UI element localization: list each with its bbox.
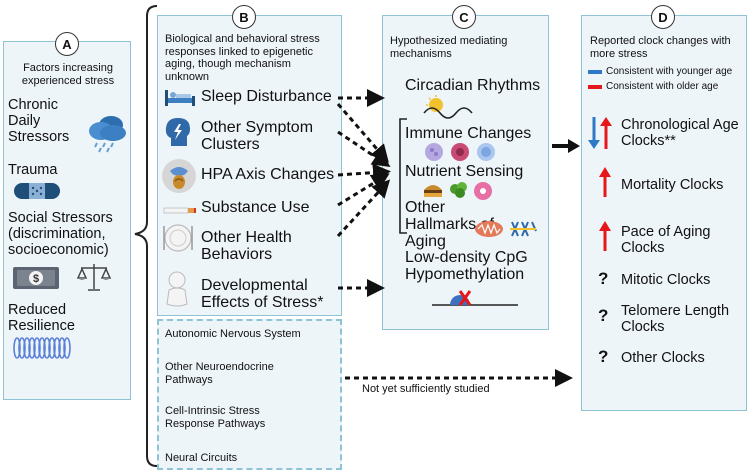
baby-icon — [166, 271, 188, 307]
mechanism-low-density-cpg: Low-density CpG Hypomethylation — [405, 249, 528, 283]
panel-d-label: D — [651, 5, 675, 29]
panel-b-header: Biological and behavioral stress respons… — [165, 33, 320, 83]
factor-reduced-resilience: Reduced Resilience — [8, 302, 75, 334]
plate-icon — [163, 224, 193, 252]
mechanism-circadian-rhythms: Circadian Rhythms — [405, 77, 541, 94]
curly-brace — [134, 5, 158, 467]
arrow-hpa-to-nutrient — [337, 163, 391, 182]
question-mark-icon: ? — [598, 347, 609, 366]
question-mark-icon: ? — [598, 269, 609, 288]
panel-b-unstudied — [157, 319, 342, 470]
clock-other: Other Clocks — [621, 350, 705, 366]
factor-social-stressors: Social Stressors (discrimination, socioe… — [8, 210, 113, 258]
question-mark-icon: ? — [598, 306, 609, 325]
response-sleep-disturbance: Sleep Disturbance — [201, 88, 332, 105]
factor-chronic-daily-stressors: Chronic Daily Stressors — [8, 97, 70, 145]
mitochondria-dna-icon — [475, 221, 537, 237]
down-up-arrows-icon — [588, 117, 612, 149]
clock-mortality: Mortality Clocks — [621, 177, 724, 193]
cigarette-icon — [163, 207, 196, 214]
legend-younger-label: Consistent with younger age — [606, 66, 733, 77]
head-storm-icon — [165, 118, 190, 146]
unstudied-neural-circuits: Neural Circuits — [165, 452, 238, 464]
response-other-health-behaviors: Other Health Behaviors — [201, 229, 292, 263]
panel-c-header: Hypothesized mediating mechanisms — [390, 35, 508, 60]
response-developmental-effects: Developmental Effects of Stress* — [201, 277, 324, 311]
arrow-sleep-to-nutrient — [336, 103, 389, 163]
clock-telomere-length: Telomere Length Clocks — [621, 303, 730, 335]
panel-d — [581, 15, 747, 411]
bandage-icon — [14, 183, 60, 199]
panel-c — [382, 15, 549, 330]
unstudied-autonomic-nervous-system: Autonomic Nervous System — [165, 328, 301, 340]
up-arrow-icon — [599, 221, 611, 251]
clock-mitotic: Mitotic Clocks — [621, 272, 711, 288]
svg-text:$: $ — [33, 273, 39, 285]
arrow-c-to-d — [552, 139, 580, 153]
food-icon — [424, 182, 492, 200]
methyl-x-icon — [432, 290, 518, 306]
immune-cells-icon — [425, 143, 495, 161]
response-hpa-axis-changes: HPA Axis Changes — [201, 166, 335, 183]
clock-pace-of-aging: Pace of Aging Clocks — [621, 224, 711, 256]
mechanism-other-hallmarks: Other Hallmarks of Aging — [405, 199, 494, 250]
panel-a-header: Factors increasing experienced stress — [21, 62, 115, 87]
arrow-health-to-nutrient — [336, 179, 391, 238]
panel-d-header: Reported clock changes with more stress — [590, 35, 731, 60]
clock-chronological-age: Chronological Age Clocks** — [621, 117, 739, 149]
arrow-symptom-to-nutrient — [337, 130, 391, 167]
mechanism-immune-changes: Immune Changes — [405, 125, 532, 142]
up-arrow-icon — [599, 167, 611, 197]
sun-moon-wave-icon — [423, 95, 473, 119]
scales-icon — [76, 264, 112, 291]
factor-trauma: Trauma — [8, 162, 58, 178]
dollar-bill-icon: $ — [13, 267, 59, 289]
bed-icon — [165, 90, 195, 106]
response-other-symptom-clusters: Other Symptom Clusters — [201, 119, 314, 153]
mechanism-nutrient-sensing: Nutrient Sensing — [405, 163, 524, 180]
legend-older-swatch — [588, 85, 602, 89]
not-studied-label: Not yet sufficiently studied — [362, 383, 490, 395]
response-substance-use: Substance Use — [201, 199, 310, 216]
legend-younger-swatch — [588, 70, 602, 74]
unstudied-cell-intrinsic: Cell-Intrinsic Stress Response Pathways — [165, 405, 266, 430]
cloud-rain-icon — [89, 116, 126, 153]
bracket-c — [399, 118, 407, 234]
panel-a-label: A — [55, 32, 79, 56]
arrow-substance-to-nutrient — [337, 173, 390, 207]
unstudied-other-neuroendocrine: Other Neuroendocrine Pathways — [165, 361, 274, 386]
spring-icon — [13, 337, 71, 359]
adrenal-icon — [162, 159, 196, 193]
legend-older-label: Consistent with older age — [606, 81, 719, 92]
panel-c-label: C — [452, 5, 476, 29]
panel-b-label: B — [232, 5, 256, 29]
